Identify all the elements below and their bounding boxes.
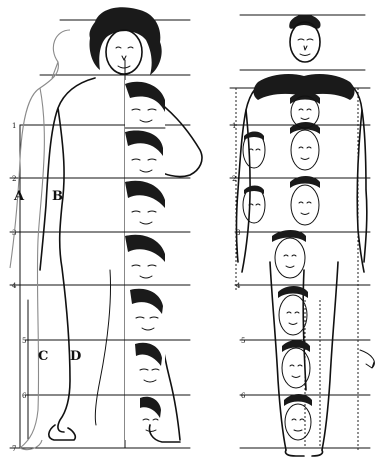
- female-body-outline: [40, 78, 95, 432]
- svg-text:6: 6: [22, 392, 27, 400]
- male-figure-group: 1 2 3 4 5 6: [230, 15, 374, 457]
- female-head: [89, 7, 161, 75]
- svg-text:5: 5: [241, 337, 245, 345]
- svg-text:6: 6: [241, 392, 246, 400]
- female-vertical-guides: [20, 60, 125, 448]
- female-figure-group: 1 2 3 4 5 6 7: [10, 7, 202, 453]
- svg-text:4: 4: [236, 282, 241, 290]
- male-feet: [285, 450, 322, 456]
- svg-text:2: 2: [232, 175, 236, 183]
- svg-text:1: 1: [12, 122, 16, 130]
- female-face-strip: [125, 80, 165, 440]
- section-label-a: A: [13, 189, 25, 204]
- svg-text:2: 2: [12, 175, 16, 183]
- male-side-faces: [243, 132, 265, 224]
- section-label-b: B: [52, 189, 63, 204]
- svg-text:3: 3: [236, 229, 240, 237]
- curved-arrow-icon: [360, 350, 374, 368]
- section-label-c: C: [38, 349, 48, 364]
- section-label-d: D: [70, 349, 81, 364]
- svg-text:4: 4: [12, 282, 17, 290]
- female-inner-leg: [95, 270, 110, 425]
- svg-text:1: 1: [232, 122, 236, 130]
- svg-text:7: 7: [12, 445, 16, 453]
- ghost-figure-outline: [10, 30, 70, 450]
- male-arm-right: [357, 110, 364, 272]
- male-head: [289, 15, 320, 63]
- svg-text:5: 5: [22, 337, 26, 345]
